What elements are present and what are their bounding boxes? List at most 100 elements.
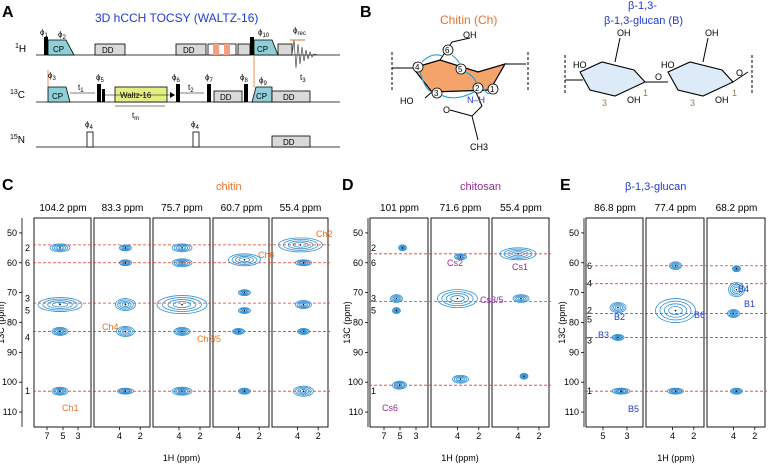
peak-center — [302, 303, 305, 306]
contour-ring — [732, 266, 741, 272]
contour-ring — [731, 285, 742, 294]
peak-center — [398, 384, 401, 387]
strip-label: 71.6 ppm — [440, 203, 482, 214]
contour-ring — [298, 260, 309, 265]
contour-ring — [238, 387, 251, 395]
n-phase-4a: ϕ4 — [85, 120, 93, 131]
panel_d-title: chitosan — [460, 181, 501, 193]
peak-center — [59, 247, 61, 249]
contour-ring — [236, 330, 241, 333]
contour-ring — [517, 296, 525, 301]
channel-13c: 13C — [10, 89, 25, 101]
strip-label: 55.4 ppm — [280, 203, 322, 214]
contour-ring — [511, 251, 525, 257]
glucan-o-2: O — [736, 68, 743, 78]
strip-label: 77.4 ppm — [655, 203, 697, 214]
contour-ring — [51, 386, 69, 396]
panel_c-title: chitin — [216, 181, 242, 193]
c-phase-8: ϕ8 — [240, 73, 248, 84]
row-label: 2 — [371, 243, 376, 253]
n-dd-label: DD — [283, 138, 295, 147]
contour-ring — [49, 243, 71, 253]
peak-center — [124, 303, 127, 306]
x-tick-label: 2 — [536, 431, 541, 441]
y-tick-label: 50 — [353, 228, 363, 238]
strip-frame — [645, 217, 705, 428]
contour-ring — [617, 389, 625, 393]
chitin-group-oh: OH — [463, 30, 477, 40]
x-tick-label: 4 — [176, 431, 181, 441]
c-cp-label: CP — [52, 92, 63, 101]
row-label: 5 — [371, 306, 376, 316]
c-phase-5: ϕ5 — [96, 73, 104, 84]
row-label: 3 — [371, 294, 376, 304]
c-phase-7: ϕ7 — [205, 73, 213, 84]
h-dd-block-3 — [237, 43, 251, 56]
contour-ring — [282, 239, 319, 251]
strip-frame — [33, 217, 92, 428]
contour-ring — [520, 373, 528, 379]
n-pulse-1 — [86, 131, 94, 148]
c-dd-label: DD — [220, 93, 232, 102]
peak-center — [181, 330, 183, 333]
contour-ring — [392, 307, 401, 314]
y-axis-label: 13C (ppm) — [0, 301, 6, 344]
contour-ring — [613, 304, 623, 311]
peak-center — [617, 306, 619, 309]
contour-ring — [614, 305, 622, 310]
y-tick-label: 60 — [353, 258, 363, 268]
contour-ring — [171, 386, 193, 396]
contour-ring — [173, 259, 191, 267]
glucan-ring-2 — [667, 61, 734, 97]
contour-ring — [612, 334, 624, 341]
contour-ring — [733, 266, 740, 271]
contour-ring — [396, 383, 403, 387]
contour-ring — [239, 388, 250, 394]
peak-label: Ch4 — [102, 322, 119, 332]
contour-ring — [399, 245, 407, 251]
c-dd-label-2: DD — [283, 93, 295, 102]
c-waltz-block — [114, 86, 168, 103]
row-label: 2 — [25, 243, 30, 253]
chitin-atom-4: 4 — [415, 63, 420, 72]
contour-ring — [228, 253, 261, 267]
contour-ring — [173, 327, 191, 336]
contour-ring — [728, 282, 745, 298]
peak-center — [243, 309, 246, 312]
row-label: 5 — [587, 315, 592, 325]
contour-ring — [175, 260, 188, 266]
x-tick-label: 4 — [455, 431, 460, 441]
contour-ring — [668, 388, 683, 394]
contour-ring — [391, 295, 402, 303]
peak-center — [59, 303, 61, 306]
peak-center — [674, 390, 677, 392]
strip-frame — [430, 217, 490, 428]
x-tick-label: 2 — [316, 431, 321, 441]
strip-frame — [93, 217, 151, 428]
peak-center — [124, 261, 127, 264]
contour-ring — [178, 389, 186, 393]
glucan-num-3b: 3 — [690, 98, 695, 108]
peak-label: B1 — [744, 299, 755, 309]
h-cp-label-2: CP — [257, 45, 268, 54]
x-tick-label: 4 — [236, 431, 241, 441]
peak-center — [620, 390, 622, 392]
contour-ring — [55, 328, 65, 335]
peak-center — [735, 288, 738, 291]
contour-ring — [53, 327, 67, 335]
contour-ring — [672, 389, 679, 393]
row-label: 3 — [25, 294, 30, 304]
h-cp-block — [47, 39, 75, 56]
x-tick-label: 2 — [752, 431, 757, 441]
contour-ring — [47, 300, 73, 309]
contour-ring — [613, 388, 629, 394]
contour-ring — [235, 256, 254, 264]
x-axis-label: 1H (ppm) — [441, 453, 479, 463]
contour-ring — [390, 294, 403, 304]
tm-label: tm — [132, 111, 139, 122]
contour-ring — [242, 309, 247, 312]
contour-ring — [457, 377, 464, 381]
contour-ring — [615, 336, 621, 339]
contour-ring — [37, 297, 83, 312]
